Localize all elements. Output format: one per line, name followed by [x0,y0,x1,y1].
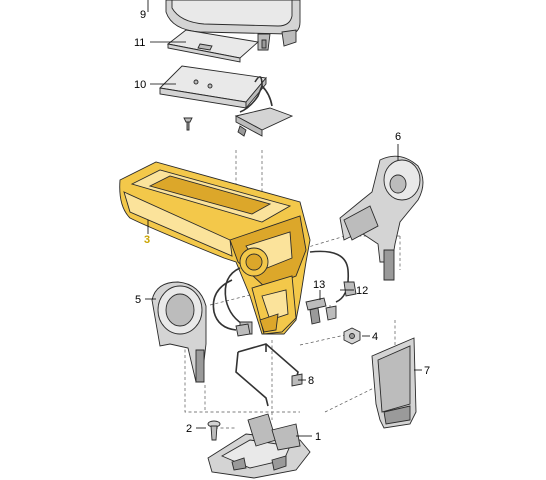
callout-3: 3 [144,234,150,246]
callout-8: 8 [308,375,314,387]
callout-7: 7 [424,365,430,377]
part-2-screw [207,420,221,441]
callout-4: 4 [372,331,378,343]
part-4-nut [343,327,361,345]
part-12-cable [212,250,357,337]
callout-labels: 9 11 10 3 6 5 13 12 4 7 8 2 1 [134,9,430,443]
callout-12: 12 [356,285,368,297]
leader-lines [145,0,422,437]
part-3-armrest-housing [119,161,311,335]
part-9-lid [165,0,301,51]
callout-9: 9 [140,9,146,21]
callout-5: 5 [135,294,141,306]
small-screw-10 [183,117,193,131]
callout-10: 10 [134,79,146,91]
part-7-side-panel [371,337,417,429]
part-11-cover-plate [166,29,260,63]
part-1-base-bracket [207,413,311,479]
part-6-bracket [339,155,424,281]
part-8-u-bracket [235,343,303,407]
callout-1: 1 [315,431,321,443]
callout-2: 2 [186,423,192,435]
part-13-clip [305,297,337,325]
part-5-hinge-cover [151,281,207,383]
callout-13: 13 [313,279,325,291]
callout-11: 11 [134,37,145,49]
callout-6: 6 [395,131,401,143]
part-10-storage-tray [159,65,294,137]
